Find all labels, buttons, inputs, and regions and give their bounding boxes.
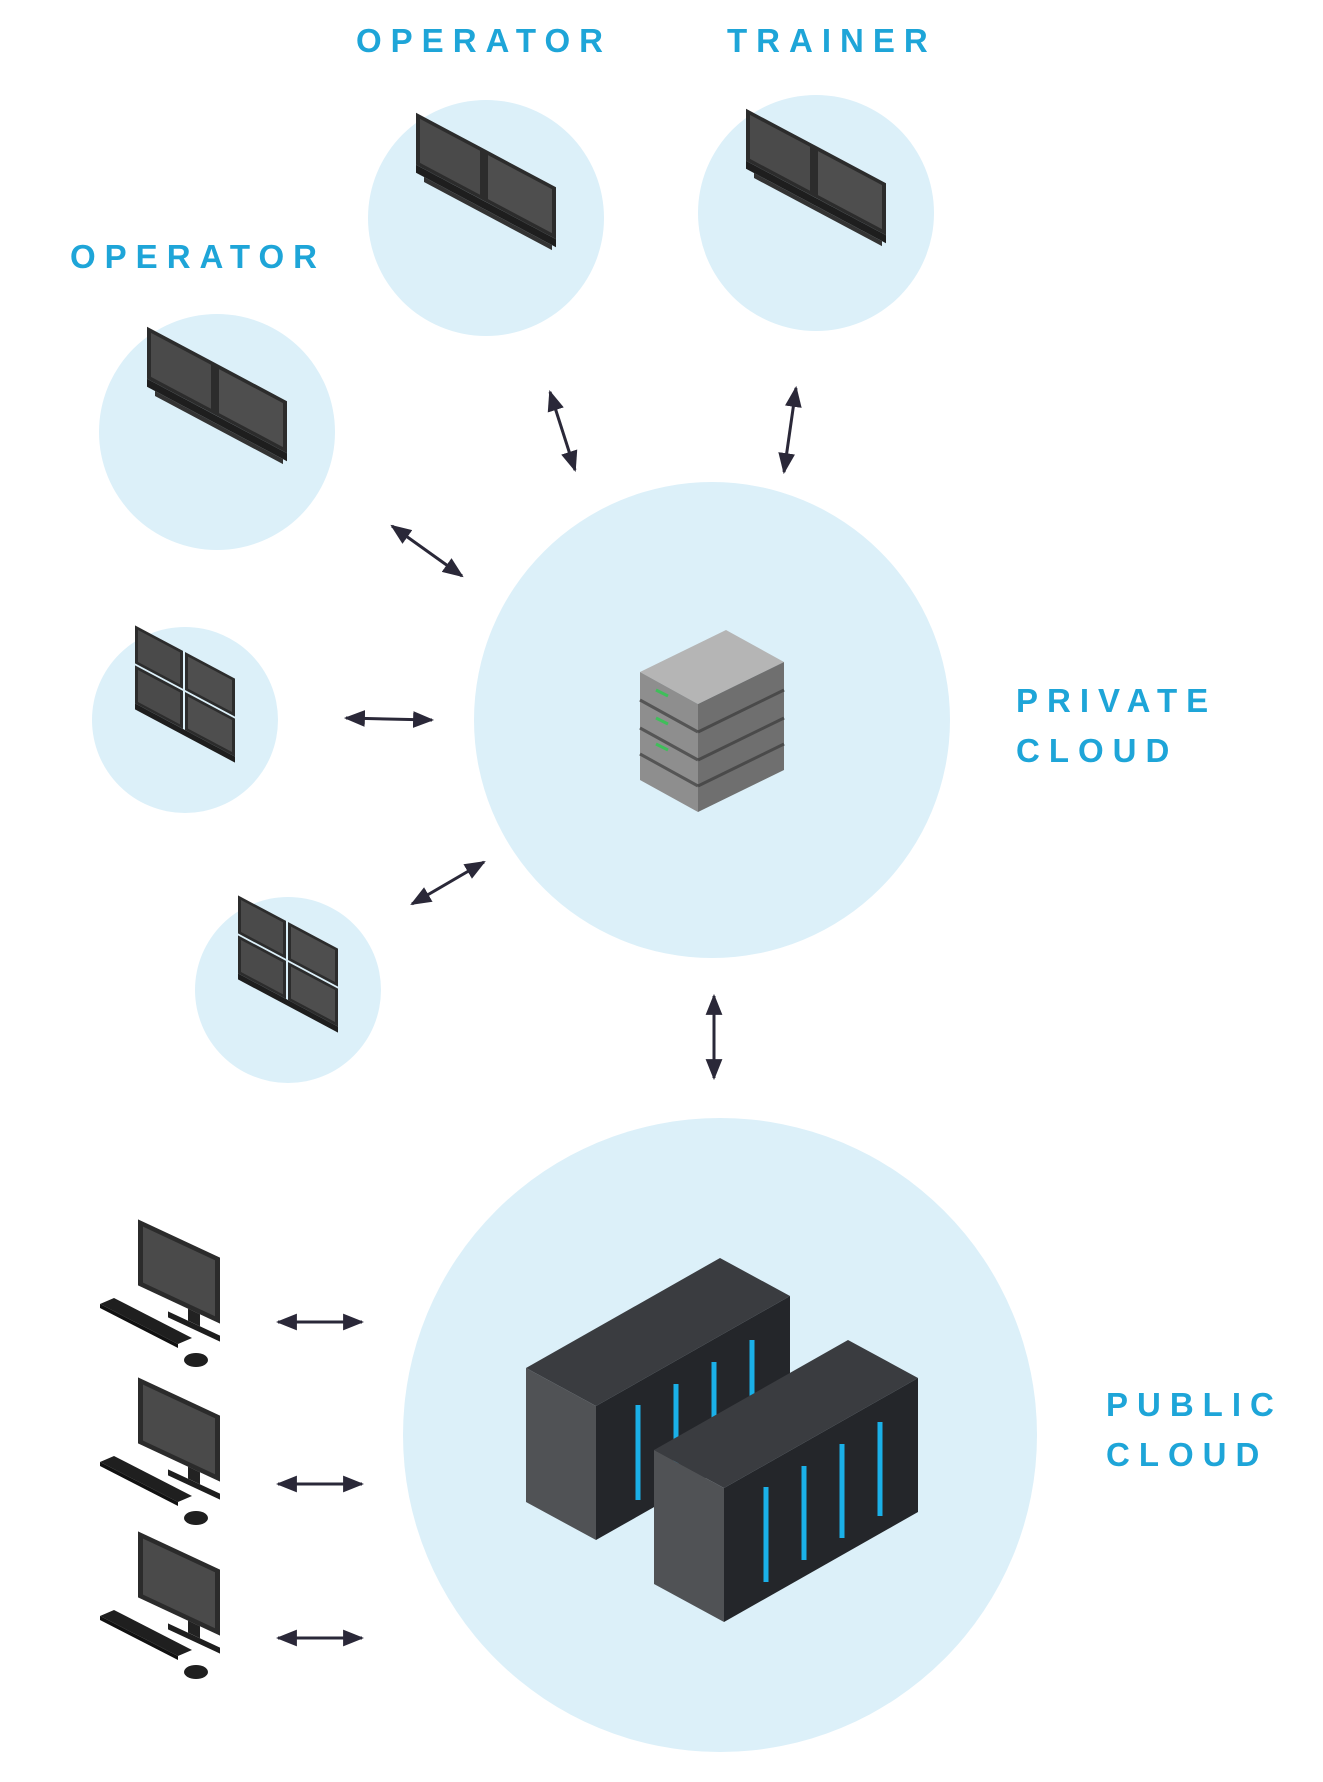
connector-arrow xyxy=(778,385,802,475)
connector-arrow xyxy=(410,860,486,906)
desktop-workstation-icon xyxy=(100,1377,220,1525)
trainer-label: TRAINER xyxy=(727,22,937,59)
server-stack-icon xyxy=(639,630,785,812)
operator-top-label: OPERATOR xyxy=(356,22,612,59)
trainer-bubble xyxy=(698,95,934,331)
public-cloud-label-line2: CLOUD xyxy=(1106,1436,1269,1473)
private-cloud-label-line1: PRIVATE xyxy=(1016,682,1218,719)
operator-top-bubble xyxy=(368,100,604,336)
private-cloud-label-line2: CLOUD xyxy=(1016,732,1179,769)
operator-left-label: OPERATOR xyxy=(70,238,326,275)
connector-arrow xyxy=(547,390,578,472)
public-cloud-label-line1: PUBLIC xyxy=(1106,1386,1283,1423)
operator-left-bubble xyxy=(99,314,335,550)
connector-arrow xyxy=(343,710,435,728)
connector-arrow xyxy=(390,524,464,578)
desktop-workstation-icon xyxy=(100,1531,220,1679)
server-racks-icon xyxy=(526,1258,918,1622)
desktop-workstation-icon xyxy=(100,1219,220,1367)
